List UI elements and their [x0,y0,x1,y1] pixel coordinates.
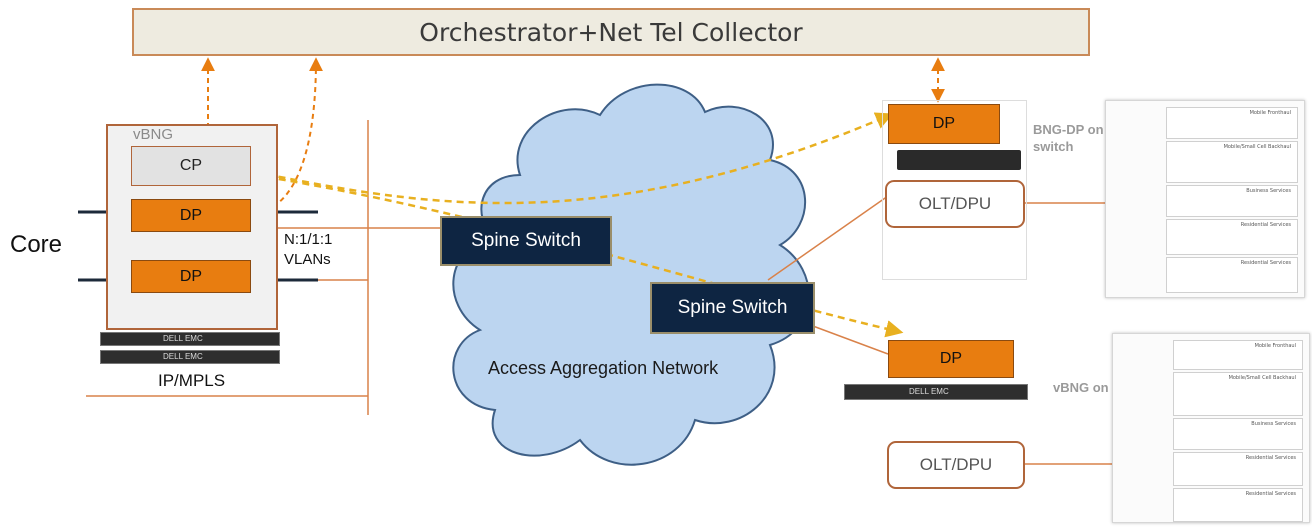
panel-row-title: Business Services [1251,421,1296,427]
panel-row: Residential Services [1173,452,1303,486]
spine-switch-1: Spine Switch [440,216,612,266]
bottom-dell-server-brand: DELL EMC [909,387,949,396]
cp-box: CP [131,146,251,186]
panel-row-title: Residential Services [1240,222,1291,228]
bottom-site-dp-box: DP [888,340,1014,378]
panel-row-title: Mobile/Small Cell Backhaul [1228,375,1296,381]
panel-row: Mobile/Small Cell Backhaul [1166,141,1298,183]
cloud-label: Access Aggregation Network [488,358,719,378]
spine-switch-2: Spine Switch [650,282,815,334]
bottom-dell-server: DELL EMC [844,384,1028,400]
panel-row: Mobile Fronthaul [1173,340,1303,370]
vbng-label: vBNG [133,126,174,143]
cloud-shape [452,83,810,466]
orchestrator-bar: Orchestrator+Net Tel Collector [132,8,1090,56]
vbng-dp-box-1: DP [131,199,251,232]
panel-row: Mobile Fronthaul [1166,107,1298,139]
panel-row-title: Mobile Fronthaul [1254,343,1296,349]
core-label: Core [10,231,63,258]
vbng-dp-box-2: DP [131,260,251,293]
vlans-line-2: VLANs [284,251,331,268]
vlans-line-1: N:1/1:1 [284,231,333,248]
bng-dp-switch-line-1: BNG-DP on [1033,122,1104,137]
panel-row: Residential Services [1166,257,1298,293]
bottom-olt-dpu: OLT/DPU [887,441,1025,489]
top-site-frame [882,100,1027,280]
panel-row: Residential Services [1166,219,1298,255]
top-olt-dpu: OLT/DPU [885,180,1025,228]
panel-row: Business Services [1166,185,1298,217]
panel-row: Mobile/Small Cell Backhaul [1173,372,1303,416]
panel-row-title: Business Services [1246,188,1291,194]
dell-server-2: DELL EMC [100,350,280,364]
dell-server-2-brand: DELL EMC [163,352,203,361]
panel-row-title: Mobile/Small Cell Backhaul [1223,144,1291,150]
top-site-dp-box: DP [888,104,1000,144]
panel-row-title: Residential Services [1245,455,1296,461]
dell-server-1-brand: DELL EMC [163,334,203,343]
panel-row: Residential Services [1173,488,1303,522]
panel-row-title: Mobile Fronthaul [1249,110,1291,116]
dell-server-1: DELL EMC [100,332,280,346]
service-panel-bottom: Mobile Fronthaul Mobile/Small Cell Backh… [1112,333,1310,523]
panel-row-title: Residential Services [1240,260,1291,266]
ipmpls-label: IP/MPLS [158,371,226,390]
vlans-label: N:1/1:1 VLANs [284,230,332,270]
switch-device [897,150,1021,170]
panel-row-title: Residential Services [1245,491,1296,497]
panel-row: Business Services [1173,418,1303,450]
service-panel-top: Mobile Fronthaul Mobile/Small Cell Backh… [1105,100,1305,298]
bng-dp-switch-line-2: switch [1033,139,1074,154]
bng-dp-switch-label: BNG-DP on switch [1033,121,1104,155]
